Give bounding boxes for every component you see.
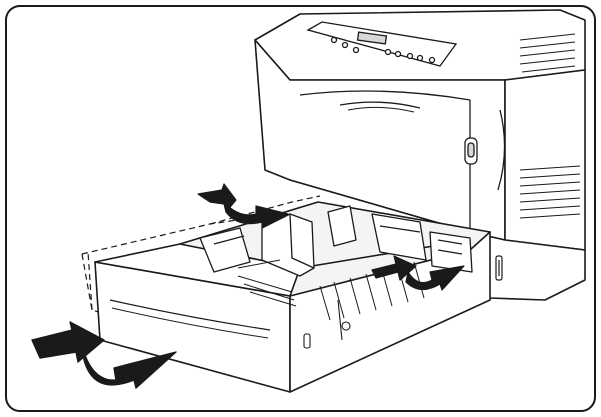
tray-level-indicator: [495, 255, 503, 281]
push-arrow-icon: [31, 321, 177, 389]
insert-arrow-icon: [197, 183, 289, 229]
paper-guides: [199, 205, 473, 277]
printer-front-details: [289, 90, 506, 233]
tray-side-details: [303, 299, 351, 349]
slide-arrow-icon: [371, 255, 465, 291]
side-vents: [519, 33, 581, 219]
control-panel: [306, 21, 458, 67]
